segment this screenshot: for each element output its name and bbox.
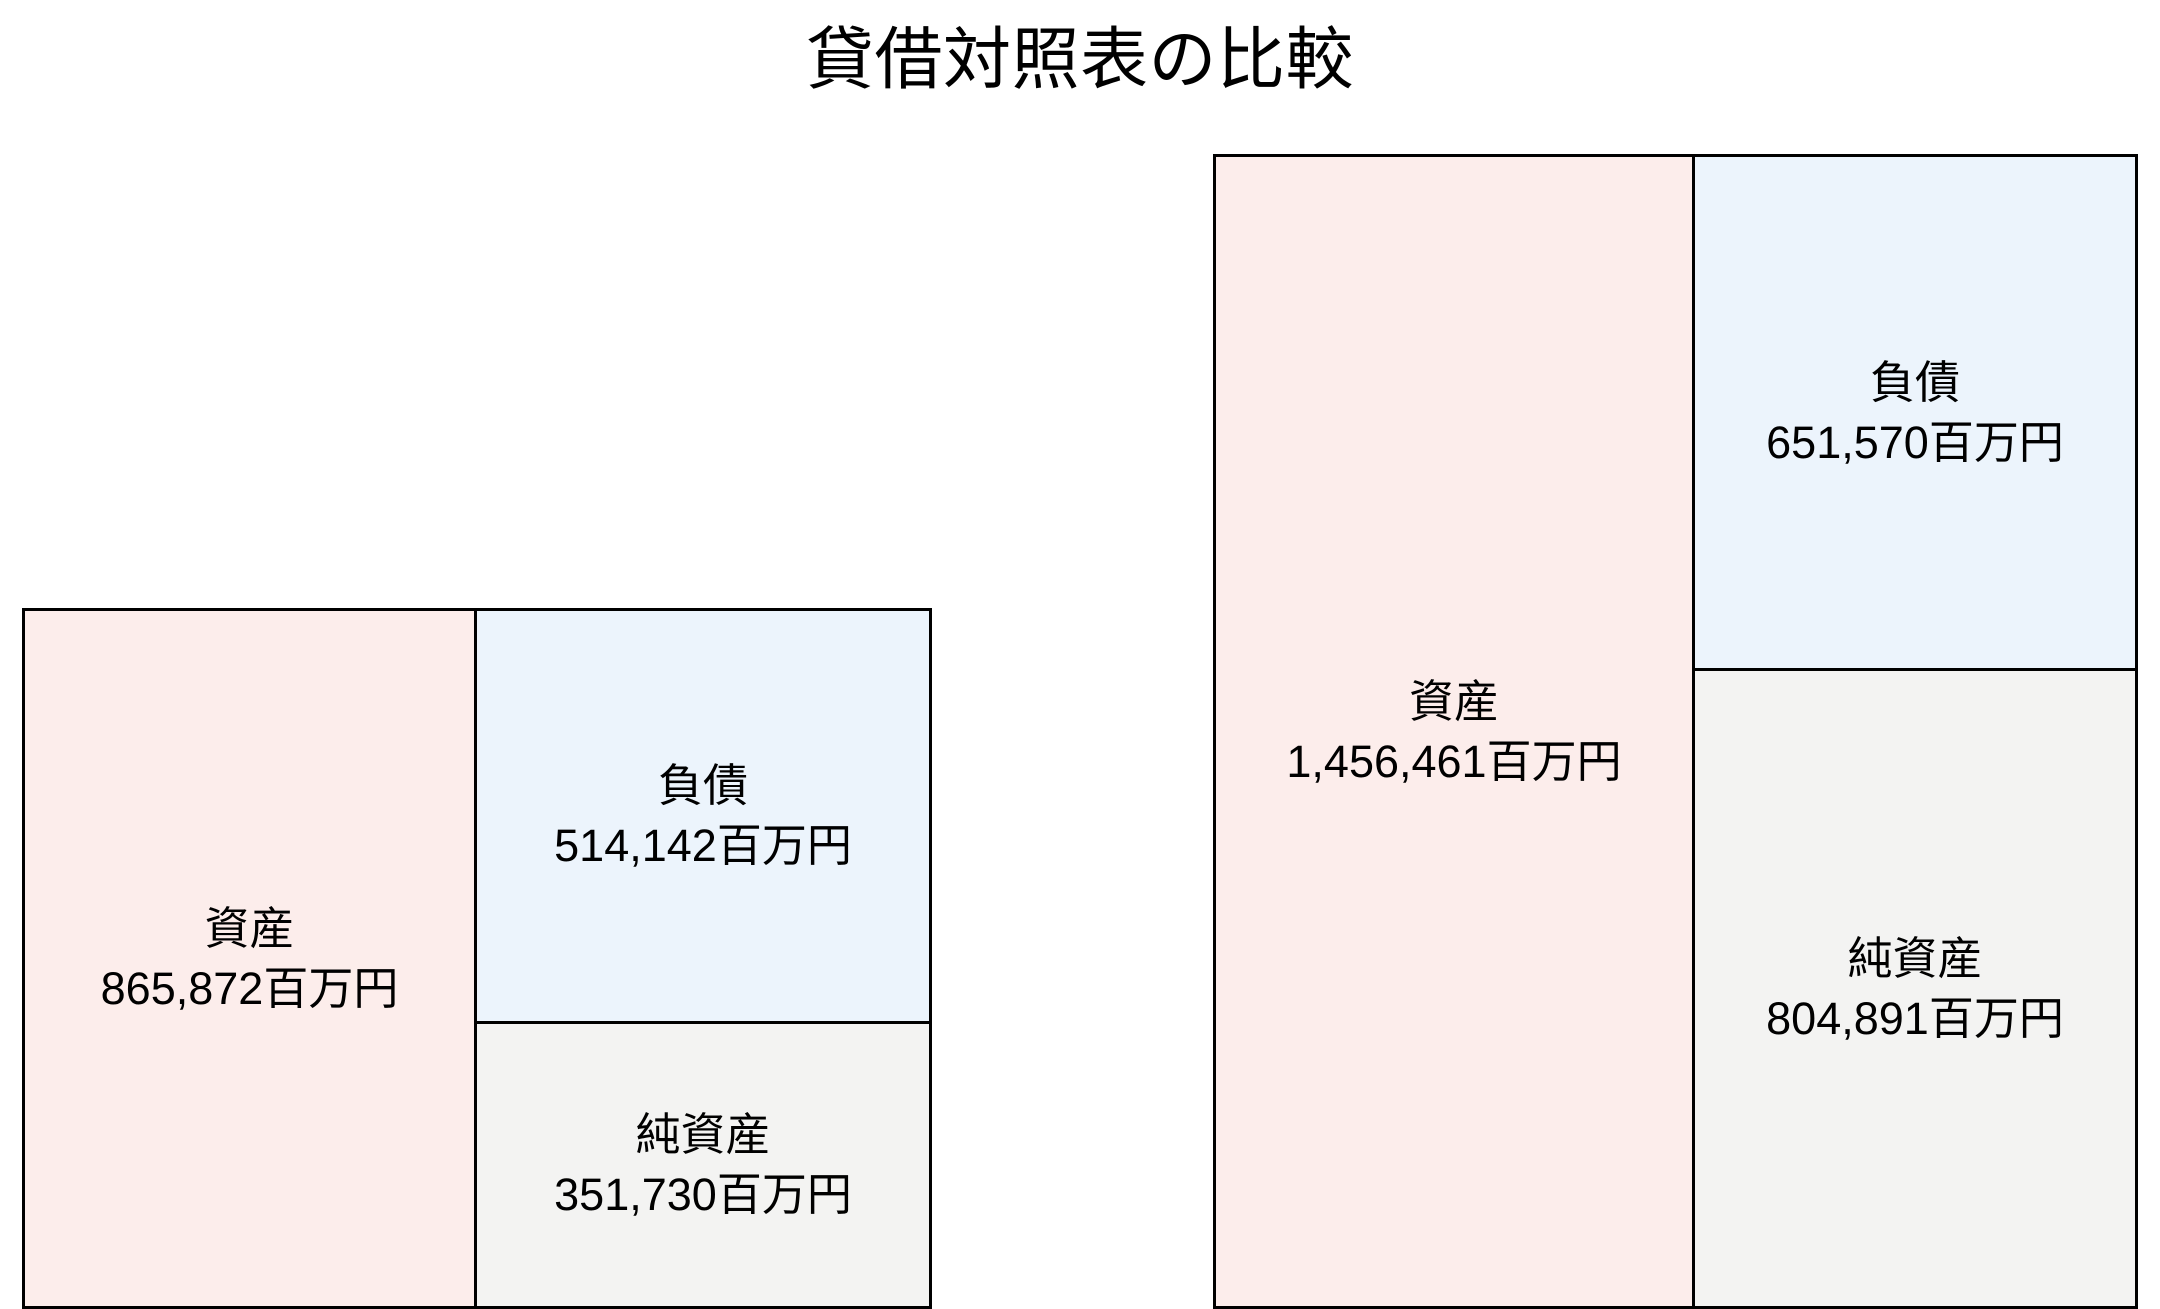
right-liabilities-label: 負債 651,570百万円 — [1766, 353, 2064, 473]
left-assets-name: 資産 — [204, 902, 295, 954]
left-net-assets-box[interactable]: 純資産 351,730百万円 — [474, 1021, 932, 1309]
right-assets-name: 資産 — [1408, 675, 1499, 727]
left-liabilities-value: 514,142百万円 — [554, 820, 852, 871]
right-liabilities-value: 651,570百万円 — [1766, 416, 2064, 468]
left-assets-box[interactable]: 資産 865,872百万円 — [22, 608, 477, 1309]
left-net-assets-label: 純資産 351,730百万円 — [554, 1105, 852, 1225]
right-liabilities-name: 負債 — [1869, 356, 1960, 408]
right-net-assets-name: 純資産 — [1847, 932, 1983, 984]
right-assets-box[interactable]: 資産 1,456,461百万円 — [1213, 154, 1695, 1309]
page-title: 貸借対照表の比較 — [805, 22, 1354, 98]
left-assets-label: 資産 865,872百万円 — [101, 899, 399, 1019]
balance-sheet-left: 資産 865,872百万円 負債 514,142百万円 純資産 351,730百… — [22, 608, 932, 1309]
right-liabilities-box[interactable]: 負債 651,570百万円 — [1692, 154, 2138, 671]
right-net-assets-box[interactable]: 純資産 804,891百万円 — [1692, 668, 2138, 1309]
left-liabilities-label: 負債 514,142百万円 — [554, 756, 852, 876]
left-net-assets-name: 純資産 — [635, 1109, 771, 1161]
right-net-assets-value: 804,891百万円 — [1766, 992, 2064, 1044]
left-liabilities-name: 負債 — [657, 760, 748, 812]
left-assets-value: 865,872百万円 — [100, 962, 399, 1014]
balance-sheet-right: 資産 1,456,461百万円 負債 651,570百万円 純資産 804,89… — [1213, 154, 2138, 1309]
right-assets-label: 資産 1,456,461百万円 — [1286, 672, 1621, 792]
left-liabilities-box[interactable]: 負債 514,142百万円 — [474, 608, 932, 1024]
right-assets-value: 1,456,461百万円 — [1286, 735, 1622, 787]
right-net-assets-label: 純資産 804,891百万円 — [1766, 929, 2064, 1049]
left-net-assets-value: 351,730百万円 — [554, 1169, 852, 1220]
